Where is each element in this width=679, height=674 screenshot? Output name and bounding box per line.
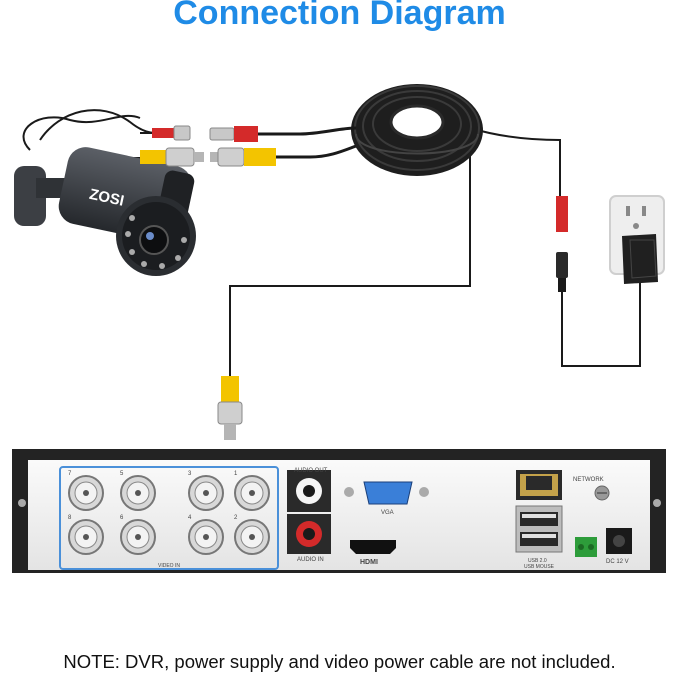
power-dc-plug <box>556 196 568 292</box>
dc-label: DC 12 V <box>606 559 629 565</box>
audio-ports <box>287 470 331 554</box>
dc-power-port <box>606 528 632 554</box>
bnc-channel-label: 5 <box>120 471 124 477</box>
camera-power-connector <box>152 125 191 141</box>
usb-label: USB 2.0 <box>528 558 547 564</box>
cable-bnc-connector <box>210 144 357 167</box>
video-in-label: VIDEO IN <box>158 563 180 569</box>
rs485-terminal <box>575 537 597 557</box>
vga-label: VGA <box>381 510 394 516</box>
cable-lines <box>22 109 641 378</box>
bnc-channel-label: 4 <box>188 515 192 521</box>
vga-port <box>344 481 429 505</box>
bnc-port <box>234 475 270 511</box>
security-camera: ZOSI <box>14 147 196 276</box>
dvr-bnc-plug <box>217 376 243 440</box>
footnote: NOTE: DVR, power supply and video power … <box>63 651 616 672</box>
camera-bnc-connector <box>140 147 204 167</box>
bnc-port <box>188 475 224 511</box>
camera-brand: ZOSI <box>88 186 126 210</box>
bnc-channel-label: 2 <box>234 515 238 521</box>
bnc-channel-label: 6 <box>120 515 124 521</box>
bnc-channel-label: 8 <box>68 515 72 521</box>
bnc-channel-label: 1 <box>234 471 238 477</box>
diagram-title: Connection Diagram <box>173 0 506 32</box>
bnc-port-group: 7 5 3 1 8 6 4 2 <box>68 471 270 555</box>
bnc-channel-label: 3 <box>188 471 192 477</box>
dvr-recorder <box>12 449 666 573</box>
network-label: NETWORK <box>573 477 604 483</box>
video-in-panel <box>59 466 279 570</box>
bnc-port <box>68 475 104 511</box>
network-port <box>516 470 562 500</box>
audio-out-label: AUDIO OUT <box>294 468 328 474</box>
hdmi-port <box>350 540 396 554</box>
bnc-port <box>120 519 156 555</box>
bnc-channel-label: 7 <box>68 471 72 477</box>
cable-coil <box>351 84 483 176</box>
bnc-port <box>120 475 156 511</box>
audio-in-label: AUDIO IN <box>297 557 324 563</box>
usb-ports <box>515 505 563 553</box>
bnc-port <box>188 519 224 555</box>
hdmi-label: HDMI <box>360 559 378 566</box>
cable-power-connector <box>209 126 357 142</box>
bnc-port <box>68 519 104 555</box>
usb-mouse-label: USB MOUSE <box>524 564 555 570</box>
ground-screw <box>594 485 610 501</box>
power-adapter <box>622 234 658 284</box>
bnc-port <box>234 519 270 555</box>
